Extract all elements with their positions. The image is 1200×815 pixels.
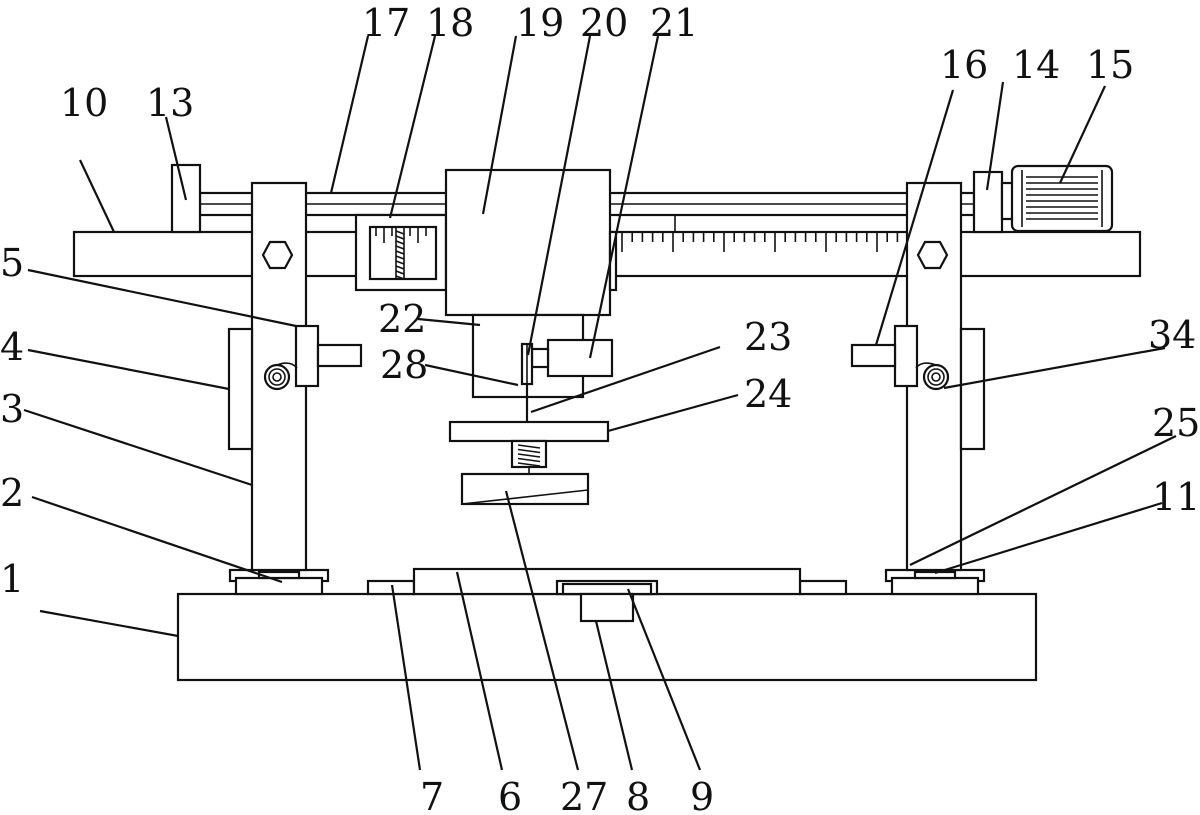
label-7: 7 [420, 775, 444, 815]
scale-ruler-icon [616, 215, 909, 252]
label-20: 20 [580, 1, 628, 45]
left-hinge-bracket [294, 324, 320, 388]
label-6: 6 [498, 775, 522, 815]
leader-lines [23, 35, 1177, 771]
motor-icon [1000, 164, 1114, 233]
slider-gauge [395, 226, 405, 280]
label-27: 27 [560, 775, 608, 815]
right-hinge-bracket [893, 324, 919, 388]
right-foot-block [890, 576, 980, 596]
label-21: 21 [650, 1, 698, 45]
carriage [444, 168, 612, 317]
label-4: 4 [0, 325, 24, 369]
label-10: 10 [60, 81, 108, 125]
right-base-strip [798, 579, 848, 596]
label-34: 34 [1148, 313, 1196, 357]
label-14: 14 [1012, 43, 1060, 87]
label-28: 28 [380, 343, 428, 387]
label-13: 13 [146, 81, 194, 125]
label-11: 11 [1152, 475, 1200, 519]
label-23: 23 [744, 315, 792, 359]
label-1: 1 [0, 557, 24, 601]
left-hexagon-bolt-icon [261, 240, 294, 270]
under-base-block [579, 592, 635, 623]
label-25: 25 [1152, 401, 1200, 445]
press-plate [448, 420, 610, 443]
clamp-block-inner [561, 582, 653, 596]
right-side-plate [959, 327, 986, 451]
right-hinge-pin [850, 343, 897, 368]
right-hexagon-bolt-icon [916, 240, 949, 270]
label-2: 2 [0, 471, 24, 515]
left-stop-block [170, 163, 202, 234]
label-16: 16 [940, 43, 988, 87]
spring-icon [510, 439, 548, 474]
actuator-neck [530, 347, 550, 369]
label-17: 17 [362, 1, 410, 45]
label-24: 24 [744, 372, 792, 416]
label-8: 8 [626, 775, 650, 815]
label-3: 3 [0, 387, 24, 431]
sensor-block [460, 472, 590, 506]
label-5: 5 [0, 241, 24, 285]
label-15: 15 [1086, 43, 1134, 87]
left-hinge-pin [316, 343, 363, 368]
left-base-strip [366, 579, 416, 596]
label-19: 19 [516, 1, 564, 45]
label-18: 18 [426, 1, 474, 45]
actuator [546, 338, 614, 378]
left-side-plate [227, 327, 254, 451]
label-9: 9 [690, 775, 714, 815]
label-22: 22 [378, 297, 426, 341]
